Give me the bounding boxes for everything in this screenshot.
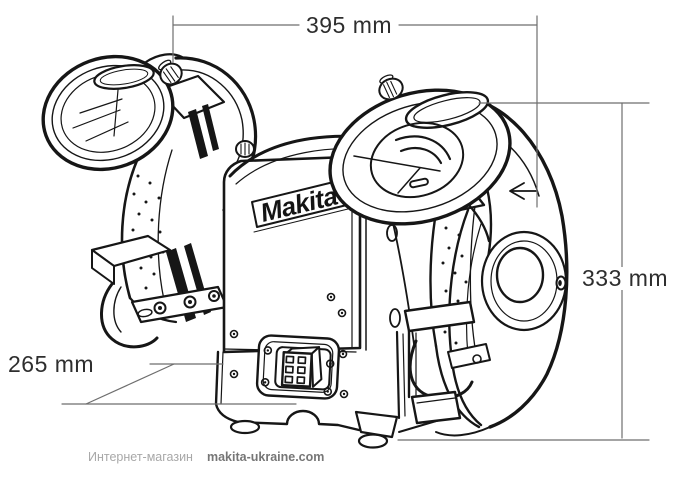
panel-screws: [260, 346, 335, 396]
tool-rest-left: [90, 234, 229, 349]
store-label: Интернет-магазин: [88, 450, 193, 464]
switch-panel: [255, 334, 341, 400]
housing-screws: [229, 292, 349, 399]
dimension-width-label: 395 mm: [305, 12, 393, 38]
right-eye-shield: [328, 74, 512, 243]
guard-bolt: [555, 275, 567, 291]
shield-lens: [369, 121, 465, 199]
guard-center-cap: [480, 230, 568, 332]
dimension-depth-label: 265 mm: [8, 351, 95, 377]
tool-rest-bolts: [137, 290, 220, 318]
store-site: makita-ukraine.com: [206, 450, 325, 464]
tool-rest-right: [403, 300, 491, 425]
store-watermark: Интернет-магазин makita-ukraine.com: [88, 450, 324, 464]
spark-arrestor-detail: [353, 135, 452, 194]
rotation-arrow: [509, 182, 537, 200]
rubber-foot-left: [229, 419, 261, 435]
shield-knob-right: [378, 74, 404, 101]
switch-block: [280, 346, 323, 388]
dimension-depth-lines: [61, 363, 297, 405]
base: [214, 330, 444, 449]
shield-knob-left: [158, 59, 183, 86]
housing-boss: [389, 308, 401, 328]
dimension-height-label: 333 mm: [577, 267, 674, 290]
clamp-knob-left: [235, 140, 255, 158]
dimension-width-lines: [172, 15, 538, 208]
abrasive-dots-right: [441, 226, 468, 360]
lens-reflections: [72, 89, 129, 142]
left-eye-shield: [41, 53, 255, 172]
